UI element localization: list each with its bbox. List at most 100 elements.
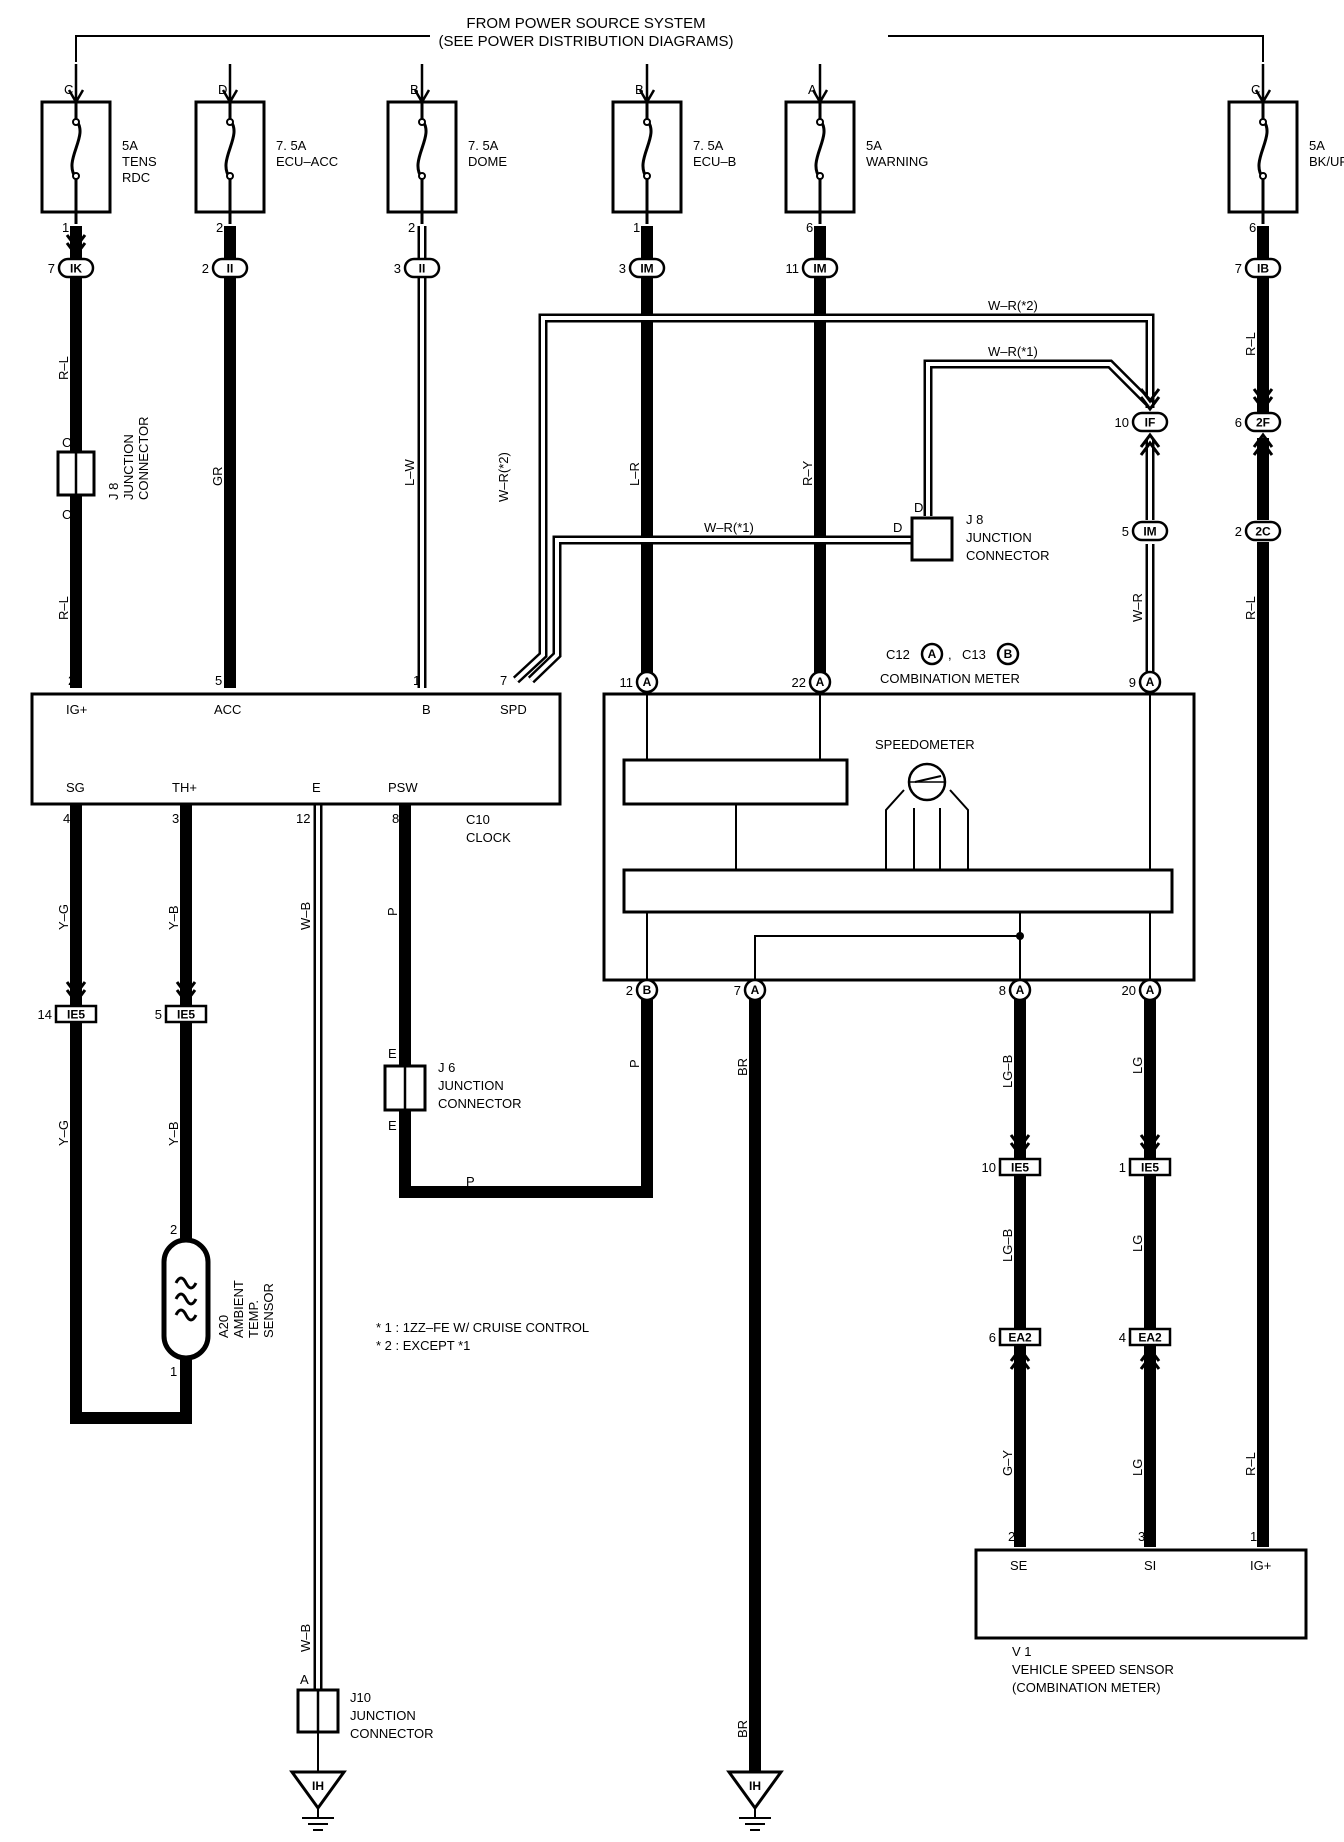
pin-tag [743, 978, 767, 1002]
wire-label-r-l-5: R–L [1243, 1452, 1258, 1476]
connector-id: IE5 [1011, 1161, 1029, 1175]
vss-pin-2-num: 2 [1008, 1529, 1015, 1544]
connector-id: EA2 [1138, 1331, 1162, 1345]
wire-label-p-2: P [466, 1174, 475, 1189]
connector-tag [54, 1004, 98, 1024]
clock-label-b: B [422, 702, 431, 717]
connector-id: IM [640, 262, 653, 276]
j8-left-label2: CONNECTOR [136, 416, 151, 500]
inline-connector-1: II2 [202, 257, 249, 279]
vss-pin-1-num: 1 [1250, 1529, 1257, 1544]
inline-connector-9: 2C 2 [1235, 520, 1282, 542]
meter-ref-sep: , [948, 647, 952, 662]
speedometer-label: SPEEDOMETER [875, 737, 975, 752]
j6-id: J 6 [438, 1060, 455, 1075]
junction-j10: A J10 JUNCTION CONNECTOR [296, 1672, 434, 1772]
vss-id: V 1 [1012, 1644, 1032, 1659]
pin-num: 22 [792, 675, 806, 690]
connector-id: IE5 [67, 1008, 85, 1022]
connector-tag [1128, 1157, 1172, 1177]
wire-label-p-3: P [627, 1059, 642, 1068]
ground-right-id: IH [749, 1779, 761, 1793]
pin-tag-letter: A [643, 675, 652, 689]
wire-label-lg-b-1: LG–B [1000, 1055, 1015, 1088]
pin-num: 9 [1129, 675, 1136, 690]
wire-label-l-w: L–W [402, 459, 417, 486]
junction-j6: E E J 6 JUNCTION CONNECTOR [383, 1046, 522, 1133]
meter-logic-block [622, 868, 1174, 914]
sensor-id: A20 [216, 1315, 231, 1338]
pin-tag [635, 670, 659, 694]
clock-label-e: E [312, 780, 321, 795]
wire-label-l-r: L–R [627, 462, 642, 486]
connector-id: 2C [1255, 525, 1271, 539]
chevron-up-icon [1252, 432, 1274, 456]
connector-id: IM [1143, 525, 1156, 539]
fuse-source-label: C [1251, 82, 1260, 97]
wire-label-lg-2: LG [1130, 1235, 1145, 1252]
speedometer-icon: SPEEDOMETER [875, 737, 975, 870]
pin-tag-letter: A [1146, 983, 1155, 997]
sensor-pin-bottom: 1 [170, 1364, 177, 1379]
connector-tag [403, 257, 441, 279]
fuse-name: WARNING [866, 154, 928, 169]
connector-id: IE5 [1141, 1161, 1159, 1175]
ground-right: IH [726, 1770, 784, 1831]
j8-right-body [910, 516, 954, 562]
j8-left-id: J 8 [106, 483, 121, 500]
wire-p-meter [399, 988, 653, 1198]
j8-left-pin-bottom: C [62, 507, 71, 522]
connector-tag [801, 257, 839, 279]
wire-label-w-r1-upper: W–R(*1) [988, 344, 1038, 359]
connector-tag [164, 1004, 208, 1024]
pin-tag [808, 670, 832, 694]
meter-top-pin-1: A 22 [792, 670, 832, 694]
ground-right-icon [739, 1808, 771, 1831]
connector-tag [57, 257, 95, 279]
meter-ref-a: A [928, 647, 937, 661]
fuse-source-label: B [410, 82, 419, 97]
j10-label1: JUNCTION [350, 1708, 416, 1723]
wire-label-w-r1-lower: W–R(*1) [704, 520, 754, 535]
ground-left: IH [289, 1770, 347, 1831]
pin-tag-letter: A [816, 675, 825, 689]
connector-id: IK [70, 262, 82, 276]
pin-tag-letter: A [751, 983, 760, 997]
clock-label-spd: SPD [500, 702, 527, 717]
wire-label-y-b-1: Y–B [166, 905, 181, 930]
j6-label2: CONNECTOR [438, 1096, 522, 1111]
inline-connector-2: II3 [394, 257, 441, 279]
clock-id: C10 [466, 812, 490, 827]
pin-tag-letter: A [1146, 675, 1155, 689]
bus-left [75, 35, 430, 62]
fuse-pin-num: 6 [1249, 220, 1256, 235]
fuse-source-label: D [218, 82, 227, 97]
wires [70, 226, 1269, 1772]
wire-w-r2 [512, 313, 1155, 684]
chevron-down-icon [1252, 388, 1274, 412]
wire-label-br-1: BR [735, 1058, 750, 1076]
meter-ref2: C13 [962, 647, 986, 662]
j10-pin: A [300, 1672, 309, 1687]
connector-id: 2F [1256, 416, 1270, 430]
connector-pin-num: 6 [989, 1330, 996, 1345]
ground-left-icon [302, 1808, 334, 1831]
clock-body [30, 692, 562, 806]
j8-right-pin-top: D [914, 500, 923, 515]
pin-tag [1008, 978, 1032, 1002]
connector-id: IE5 [177, 1008, 195, 1022]
clock-pin-3-num: 3 [172, 811, 179, 826]
meter-ref-b: B [1004, 647, 1013, 661]
clock-name: CLOCK [466, 830, 511, 845]
header: FROM POWER SOURCE SYSTEM (SEE POWER DIST… [438, 15, 733, 50]
fuse-pin-num: 1 [633, 220, 640, 235]
connector-pin-num: 3 [619, 261, 626, 276]
connector-pin-num: 2 [202, 261, 209, 276]
connector-pin-num: 2 [1235, 524, 1242, 539]
connector-tag [998, 1327, 1042, 1347]
wire-label-p-1: P [385, 907, 400, 916]
wire-label-r-l-1: R–L [56, 356, 71, 380]
wire-label-y-g-1: Y–G [56, 904, 71, 930]
